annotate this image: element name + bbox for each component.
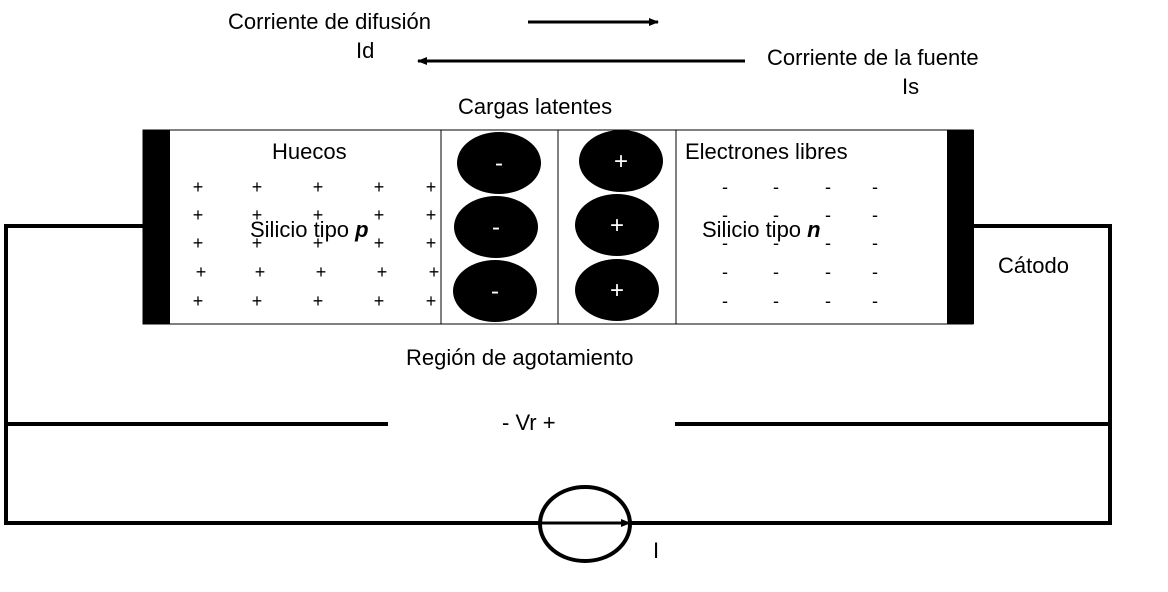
electron-sign: - bbox=[773, 177, 779, 197]
source-current-label: Corriente de la fuente bbox=[767, 45, 979, 70]
hole-sign: + bbox=[377, 262, 388, 282]
positive-ion bbox=[575, 194, 659, 256]
p-silicon-label: Silicio tipo p bbox=[250, 217, 369, 242]
hole-sign: + bbox=[313, 233, 324, 253]
source-current-symbol: Is bbox=[902, 74, 919, 99]
electron-sign: - bbox=[872, 262, 878, 282]
hole-sign: + bbox=[313, 205, 324, 225]
electron-sign: - bbox=[773, 291, 779, 311]
electron-sign: - bbox=[872, 291, 878, 311]
electron-sign: - bbox=[825, 177, 831, 197]
hole-sign: + bbox=[374, 233, 385, 253]
hole-sign: + bbox=[252, 177, 263, 197]
left-circuit-wire bbox=[4, 224, 540, 525]
hole-sign: + bbox=[193, 291, 204, 311]
electron-sign: - bbox=[825, 205, 831, 225]
hole-sign: + bbox=[193, 233, 204, 253]
latent-charges-label: Cargas latentes bbox=[458, 94, 612, 119]
electron-sign: - bbox=[722, 262, 728, 282]
electron-sign: - bbox=[722, 177, 728, 197]
electron-sign: - bbox=[872, 177, 878, 197]
hole-sign: + bbox=[252, 205, 263, 225]
negative-ion bbox=[454, 196, 538, 258]
electron-sign: - bbox=[773, 262, 779, 282]
hole-sign: + bbox=[426, 291, 437, 311]
depletion-region-label: Región de agotamiento bbox=[406, 345, 634, 370]
electron-sign: - bbox=[773, 205, 779, 225]
hole-sign: + bbox=[313, 291, 324, 311]
negative-ion bbox=[457, 132, 541, 194]
hole-sign: + bbox=[193, 205, 204, 225]
electron-sign: - bbox=[872, 205, 878, 225]
electron-sign: - bbox=[825, 291, 831, 311]
electron-sign: - bbox=[722, 291, 728, 311]
n-silicon-label: Silicio tipo n bbox=[702, 217, 821, 242]
hole-sign: + bbox=[374, 205, 385, 225]
hole-sign: + bbox=[196, 262, 207, 282]
anode-contact bbox=[143, 130, 170, 324]
voltage-label: - Vr + bbox=[502, 410, 556, 435]
hole-sign: + bbox=[426, 205, 437, 225]
negative-ion-sign: - bbox=[495, 150, 503, 177]
hole-sign: + bbox=[374, 291, 385, 311]
positive-ion-sign: + bbox=[610, 212, 624, 239]
diffusion-current-label: Corriente de difusión bbox=[228, 9, 431, 34]
hole-sign: + bbox=[316, 262, 327, 282]
electron-carriers: - - - - - - - - - - - - - - - - - - - - bbox=[722, 177, 878, 311]
hole-carriers: + + + + + + + + + + + + + + + + + + + + + + + + + bbox=[193, 177, 440, 311]
electron-sign: - bbox=[722, 233, 728, 253]
negative-ion-sign: - bbox=[491, 278, 499, 305]
electron-sign: - bbox=[825, 262, 831, 282]
electron-sign: - bbox=[722, 205, 728, 225]
free-electrons-label: Electrones libres bbox=[685, 139, 848, 164]
diffusion-current-symbol: Id bbox=[356, 38, 374, 63]
cathode-contact bbox=[947, 130, 974, 324]
current-source-label: I bbox=[653, 538, 659, 563]
electron-sign: - bbox=[825, 233, 831, 253]
positive-ion-sign: + bbox=[610, 277, 624, 304]
holes-label: Huecos bbox=[272, 139, 347, 164]
negative-ion-sign: - bbox=[492, 214, 500, 241]
hole-sign: + bbox=[193, 177, 204, 197]
hole-sign: + bbox=[313, 177, 324, 197]
positive-ion-sign: + bbox=[614, 148, 628, 175]
positive-ion bbox=[575, 259, 659, 321]
hole-sign: + bbox=[426, 177, 437, 197]
hole-sign: + bbox=[374, 177, 385, 197]
cathode-label: Cátodo bbox=[998, 253, 1069, 278]
hole-sign: + bbox=[252, 291, 263, 311]
electron-sign: - bbox=[872, 233, 878, 253]
hole-sign: + bbox=[255, 262, 266, 282]
electron-sign: - bbox=[773, 233, 779, 253]
hole-sign: + bbox=[426, 233, 437, 253]
hole-sign: + bbox=[429, 262, 440, 282]
hole-sign: + bbox=[252, 233, 263, 253]
positive-ion bbox=[579, 130, 663, 192]
fixed-ions: - - - + + + bbox=[453, 130, 663, 322]
negative-ion bbox=[453, 260, 537, 322]
right-circuit-wire bbox=[630, 224, 1112, 525]
